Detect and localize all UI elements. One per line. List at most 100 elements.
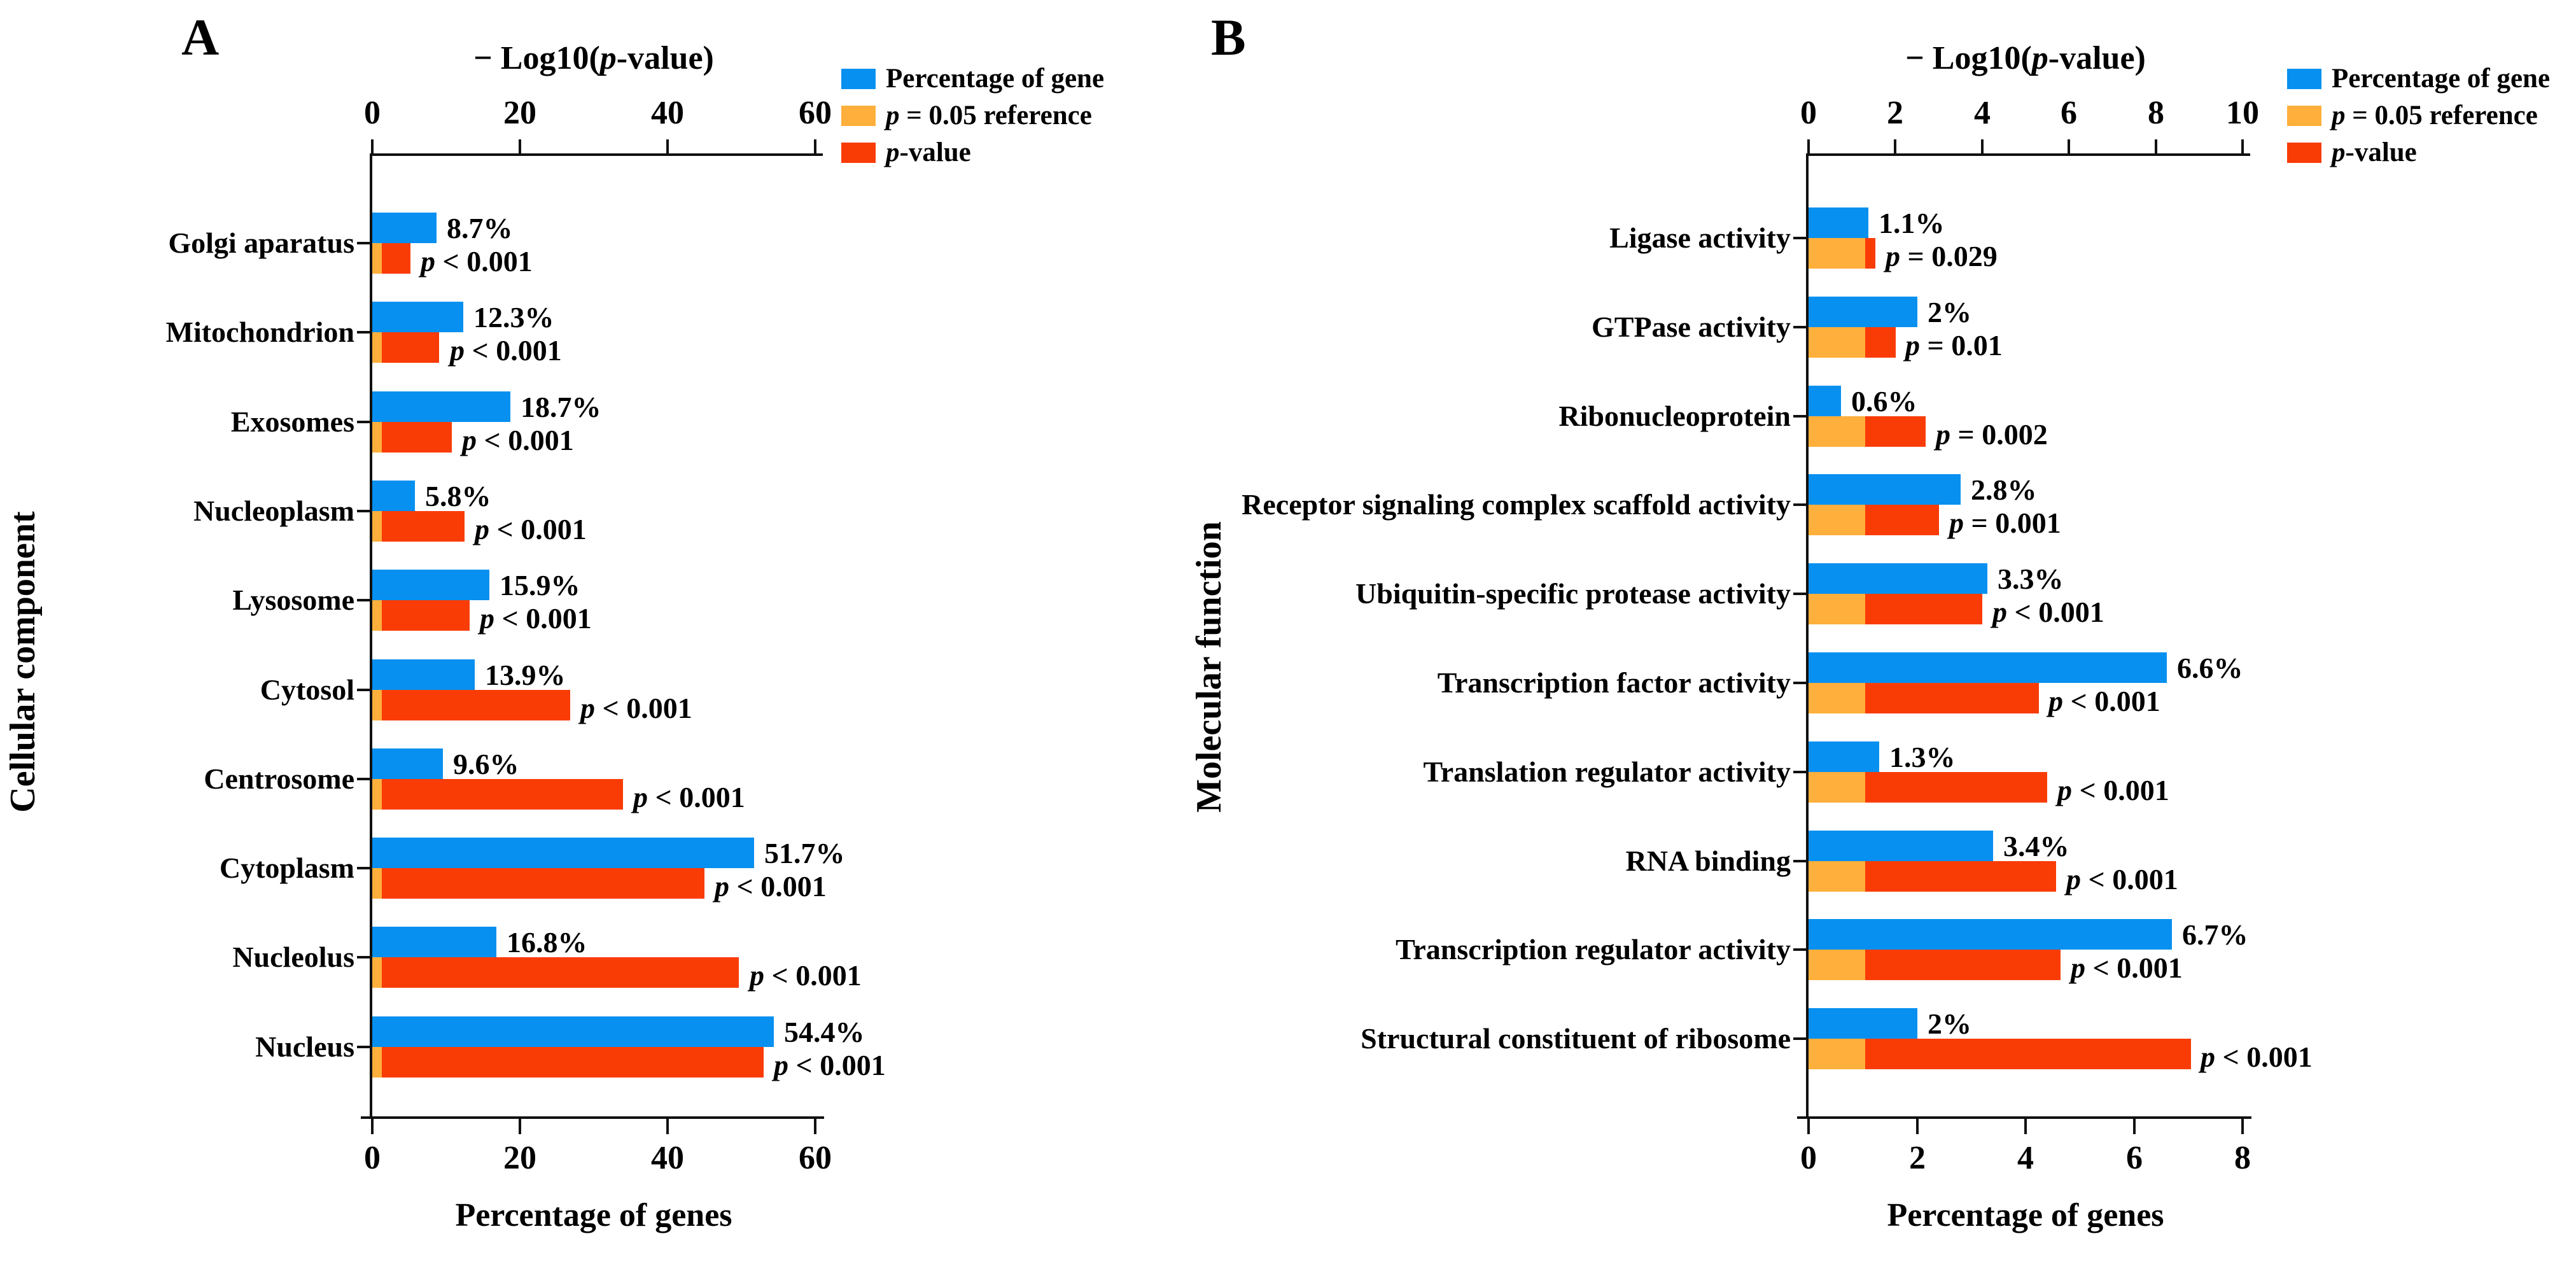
bottom-axis-tick	[519, 1119, 521, 1134]
bar-reference	[1809, 416, 1865, 447]
p-value-label: p = 0.01	[1905, 329, 2003, 362]
y-axis-line	[1806, 153, 1809, 1119]
percent-label: 1.1%	[1879, 207, 1945, 239]
p-value-label: p < 0.001	[421, 245, 533, 277]
category-tick	[357, 1046, 370, 1048]
bar-percentage	[1809, 386, 1841, 416]
bottom-axis-tick	[814, 1119, 816, 1134]
top-axis-tick-label: 20	[503, 95, 536, 131]
bar-percentage	[372, 391, 510, 422]
top-axis-tick	[371, 139, 374, 155]
category-label: Cytosol	[260, 673, 354, 706]
category-label: Mitochondrion	[165, 316, 354, 348]
top-axis-tick-label: 0	[364, 95, 381, 131]
p-value-label: p < 0.001	[1992, 596, 2104, 628]
category-label: GTPase activity	[1592, 311, 1791, 343]
category-label: Transcription regulator activity	[1396, 933, 1791, 966]
category-tick	[1793, 771, 1806, 773]
bar-reference	[372, 690, 382, 720]
legend-swatch-pvalue	[2287, 143, 2321, 163]
category-label: Cytoplasm	[219, 852, 354, 884]
top-axis-tick	[1807, 139, 1810, 155]
category-label: Nucleus	[255, 1030, 354, 1063]
bottom-axis-tick-label: 8	[2234, 1140, 2251, 1176]
percent-label: 9.6%	[453, 748, 519, 780]
percent-label: 3.3%	[1998, 563, 2064, 595]
category-label: Lysosome	[232, 584, 354, 616]
bar-reference	[372, 1047, 382, 1078]
bar-reference	[372, 600, 382, 631]
category-tick	[357, 242, 370, 244]
bottom-axis-tick	[2024, 1119, 2027, 1134]
top-axis-tick	[2068, 139, 2070, 155]
legend-label-percentage: Percentage of gene	[2332, 64, 2551, 94]
top-axis-tick-label: 4	[1974, 95, 1991, 131]
category-label: Transcription factor activity	[1437, 666, 1791, 699]
category-tick	[1793, 860, 1806, 862]
bar-percentage	[1809, 919, 2172, 950]
y-axis-label: Cellular component	[3, 511, 43, 813]
category-tick	[357, 510, 370, 512]
top-axis-tick	[2155, 139, 2157, 155]
bar-pvalue	[1865, 238, 1875, 269]
bar-pvalue	[382, 511, 465, 542]
p-value-label: p < 0.001	[475, 513, 587, 545]
bar-pvalue	[1865, 594, 1982, 624]
p-value-label: p < 0.001	[580, 692, 692, 724]
p-value-label: p = 0.001	[1949, 507, 2061, 539]
bar-reference	[372, 511, 382, 542]
bar-percentage	[1809, 474, 1961, 505]
p-value-label: p < 0.001	[450, 334, 562, 367]
legend-label-reference: p = 0.05 reference	[886, 101, 1092, 130]
bar-reference	[372, 243, 382, 274]
panel-label-b: B	[1211, 8, 1246, 66]
p-value-label: p < 0.001	[2048, 685, 2160, 717]
category-tick	[1793, 682, 1806, 684]
bar-pvalue	[382, 600, 470, 631]
category-label: Translation regulator activity	[1423, 755, 1791, 788]
category-tick	[1793, 593, 1806, 595]
bottom-axis-tick	[1807, 1119, 1810, 1134]
bar-reference	[1809, 861, 1865, 892]
bar-percentage	[372, 213, 437, 243]
top-axis-tick-label: 2	[1887, 95, 1903, 131]
percent-label: 12.3%	[473, 301, 554, 334]
p-value-label: p < 0.001	[633, 781, 745, 813]
bar-pvalue	[1865, 950, 2061, 980]
category-tick	[1793, 1037, 1806, 1040]
bar-reference	[1809, 683, 1865, 713]
bar-pvalue	[382, 332, 439, 363]
bottom-axis-tick-label: 0	[1800, 1140, 1817, 1176]
top-axis-tick-label: 40	[651, 95, 684, 131]
percent-label: 18.7%	[521, 391, 601, 423]
bar-pvalue	[1865, 772, 2047, 803]
y-axis-line	[370, 153, 372, 1119]
top-axis-tick-label: 8	[2148, 95, 2164, 131]
category-label: Nucleolus	[232, 941, 354, 973]
p-value-label: p < 0.001	[462, 424, 574, 456]
category-label: Ubiquitin-specific protease activity	[1355, 577, 1791, 610]
bar-percentage	[372, 481, 415, 511]
percent-label: 15.9%	[500, 569, 580, 601]
bar-percentage	[1809, 297, 1917, 327]
p-value-label: p < 0.001	[2057, 774, 2169, 806]
percent-label: 54.4%	[784, 1016, 865, 1048]
p-value-label: p < 0.001	[480, 602, 592, 635]
top-axis-tick-label: 60	[799, 95, 832, 131]
bottom-axis-tick	[2241, 1119, 2244, 1134]
category-label: Nucleoplasm	[193, 495, 354, 527]
bar-reference	[1809, 238, 1865, 269]
category-tick	[357, 778, 370, 780]
category-tick	[1793, 948, 1806, 951]
percent-label: 2.8%	[1971, 474, 2037, 506]
legend-swatch-percentage	[2287, 69, 2321, 89]
bottom-axis-line	[361, 1116, 824, 1119]
top-axis-tick-label: 10	[2226, 95, 2259, 131]
category-tick	[1793, 503, 1806, 506]
bar-pvalue	[382, 243, 410, 274]
bar-pvalue	[382, 868, 704, 899]
bottom-axis-title: Percentage of genes	[455, 1197, 732, 1233]
percent-label: 5.8%	[425, 480, 491, 512]
percent-label: 16.8%	[507, 926, 587, 959]
legend-label-reference: p = 0.05 reference	[2332, 101, 2538, 130]
